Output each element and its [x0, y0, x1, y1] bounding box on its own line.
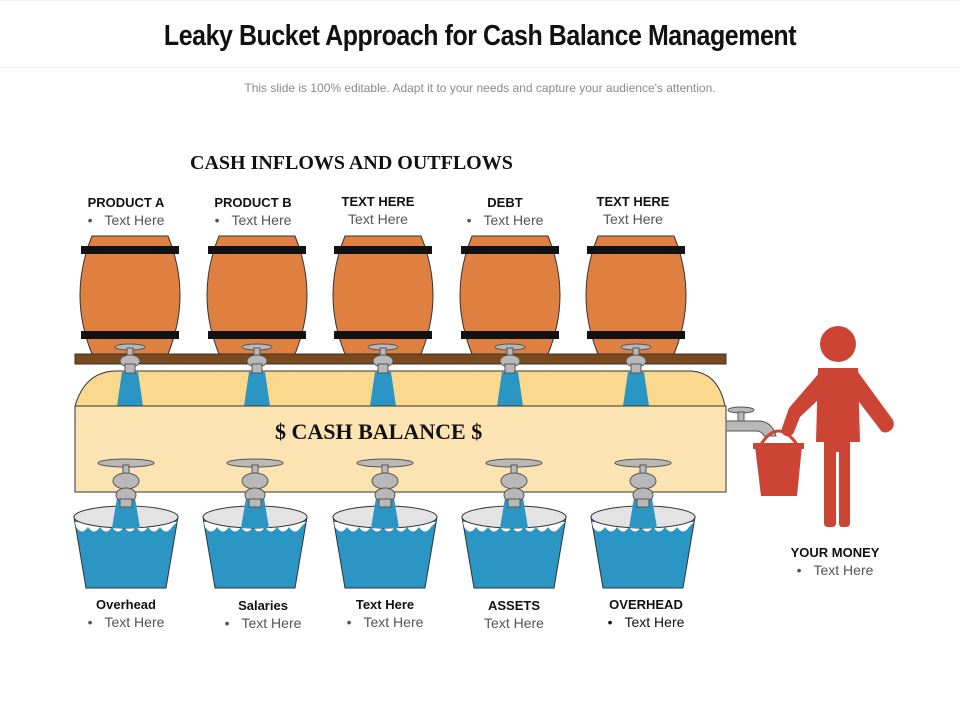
tap-spout [248, 498, 262, 508]
tap-spout [504, 363, 516, 374]
water-stream [371, 492, 399, 528]
water-stream [241, 492, 269, 528]
tap-spout [378, 498, 392, 508]
person-title: YOUR MONEY [790, 545, 880, 560]
bucket-label-5: OVERHEAD • Text Here [598, 597, 694, 630]
barrel-label-2: PRODUCT B • Text Here [205, 195, 301, 228]
barrel-title: PRODUCT A [87, 195, 165, 210]
bullet: • [214, 212, 220, 228]
shelf [74, 353, 727, 365]
bullet: • [607, 614, 613, 630]
person-bucket [755, 446, 802, 496]
barrel-band [208, 246, 306, 254]
tap-spout [630, 363, 642, 374]
bullet: • [224, 615, 230, 631]
bucket-sub: Text Here [241, 615, 302, 631]
bucket-label-1: Overhead • Text Here [78, 597, 174, 630]
tap-spout [124, 363, 136, 374]
bullet: • [796, 562, 802, 578]
barrel-label-3: TEXT HERE Text Here [330, 194, 426, 227]
barrel-band [587, 331, 685, 339]
bucket-sub: Text Here [624, 614, 685, 630]
water-stream [117, 372, 143, 406]
barrel-sub: Text Here [104, 212, 165, 228]
section-heading: CASH INFLOWS AND OUTFLOWS [190, 152, 513, 174]
cash-balance-label: $ CASH BALANCE $ [275, 419, 483, 444]
bucket-title: Text Here [355, 597, 415, 612]
water-stream [244, 372, 270, 406]
barrel-band [208, 331, 306, 339]
page-subtitle: This slide is 100% editable. Adapt it to… [244, 81, 716, 95]
bucket-handle [758, 429, 800, 447]
person-sub: Text Here [813, 562, 874, 578]
water-stream [370, 372, 396, 406]
person-body [816, 368, 860, 527]
barrel-title: DEBT [487, 195, 523, 210]
page-title: Leaky Bucket Approach for Cash Balance M… [163, 20, 797, 52]
person-right-arm [856, 372, 894, 433]
barrel-sub: Text Here [603, 211, 663, 227]
bucket-sub: Text Here [363, 614, 424, 630]
water-stream [629, 492, 657, 528]
person-bucket-rim [753, 443, 804, 449]
bucket-sub: Text Here [104, 614, 165, 630]
bucket-title: Overhead [96, 597, 156, 612]
tap-spout [119, 498, 133, 508]
bullet: • [466, 212, 472, 228]
barrel-sub: Text Here [483, 212, 544, 228]
water-stream [112, 492, 140, 528]
barrel-band [334, 246, 432, 254]
bucket-label-4: ASSETS Text Here [466, 598, 562, 631]
tank-top [74, 370, 726, 407]
bullet: • [346, 614, 352, 630]
cash-balance-tank [74, 405, 727, 493]
person-left-arm [781, 372, 820, 437]
header-rule [0, 0, 960, 68]
barrel-band [461, 246, 559, 254]
bullet: • [87, 614, 93, 630]
barrel-sub: Text Here [231, 212, 292, 228]
tap-spout [507, 498, 521, 508]
water-stream [497, 372, 523, 406]
bucket-sub: Text Here [484, 615, 544, 631]
tap-spout [251, 363, 263, 374]
barrel-band [334, 331, 432, 339]
water-stream [500, 492, 528, 528]
barrel-label-5: TEXT HERE Text Here [585, 194, 681, 227]
barrel-title: TEXT HERE [341, 194, 415, 209]
water-stream [623, 372, 649, 406]
tap-body [371, 472, 399, 490]
barrel-title: PRODUCT B [214, 195, 292, 210]
person-head [820, 326, 856, 362]
tap-spout [636, 498, 650, 508]
barrel-title: TEXT HERE [596, 194, 670, 209]
tap-body [629, 472, 657, 490]
bucket-title: OVERHEAD [609, 597, 683, 612]
tap-body [241, 472, 269, 490]
bucket-title: ASSETS [487, 598, 540, 613]
tap-body [112, 472, 140, 490]
barrel-label-4: DEBT • Text Here [457, 195, 553, 228]
tap-spout [377, 363, 389, 374]
side-tap-spout [725, 420, 777, 437]
barrel-band [81, 246, 179, 254]
bucket-label-2: Salaries • Text Here [215, 598, 311, 631]
barrel-band [81, 331, 179, 339]
barrel-band [461, 331, 559, 339]
barrel-label-1: PRODUCT A • Text Here [78, 195, 174, 228]
person-label: YOUR MONEY • Text Here [775, 545, 895, 578]
barrel-sub: Text Here [348, 211, 408, 227]
bucket-label-3: Text Here •Text Here [337, 597, 433, 630]
bullet: • [87, 212, 93, 228]
bucket-title: Salaries [238, 598, 288, 613]
barrel-band [587, 246, 685, 254]
tap-body [500, 472, 528, 490]
